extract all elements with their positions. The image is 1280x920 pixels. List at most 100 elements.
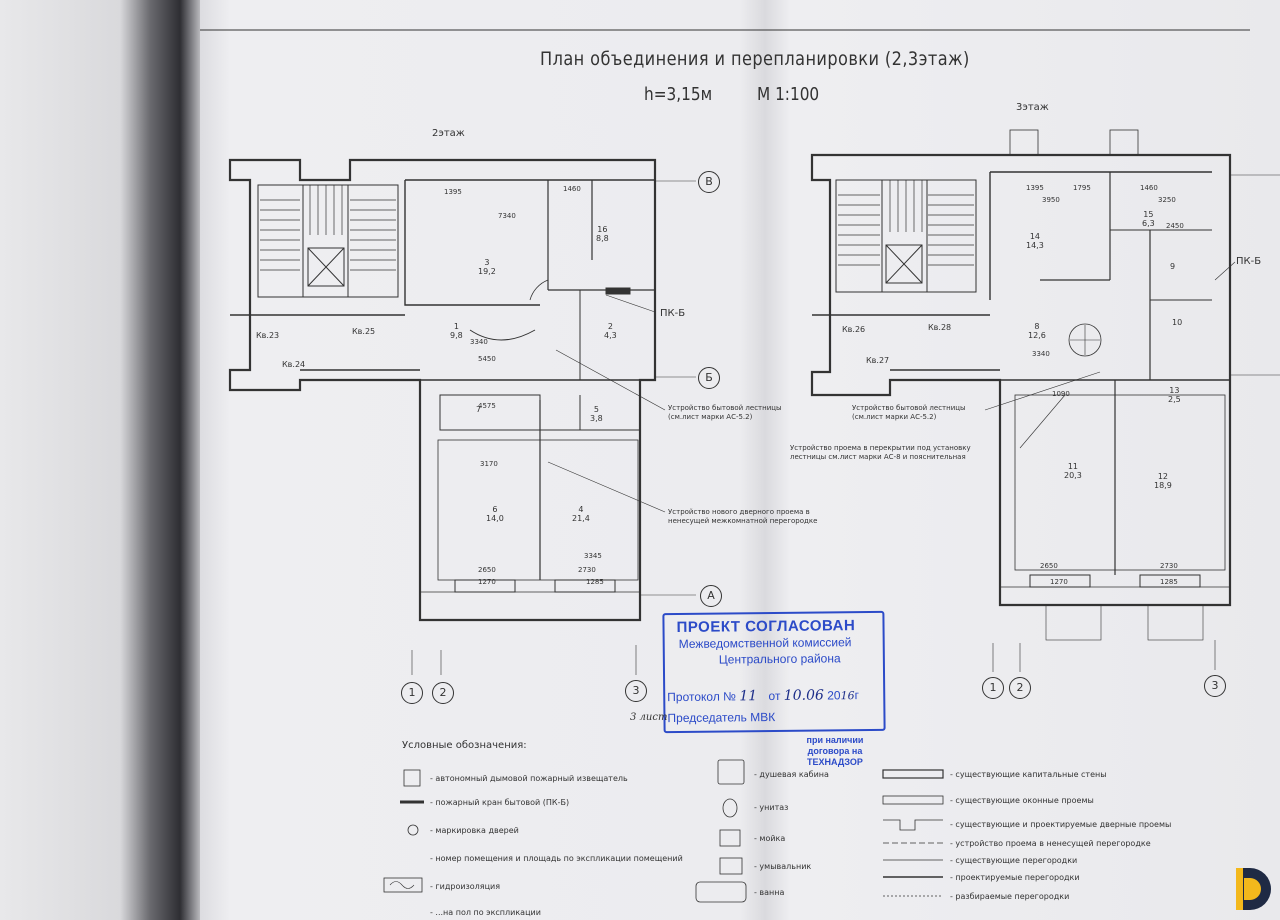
legend-right-4: - устройство проема в ненесущей перегоро… — [950, 839, 1151, 848]
floor-label-right: 3этаж — [1016, 102, 1049, 113]
legend-right-1: - существующие капитальные стены — [950, 770, 1107, 779]
dim-7340: 7340 — [498, 212, 516, 220]
legend-left-1: - автономный дымовой пожарный извещатель — [430, 774, 628, 783]
dim-3950: 3950 — [1042, 196, 1060, 204]
legend-left-4: - номер помещения и площадь по экспликац… — [430, 854, 683, 863]
flat-tag-kv26: Кв.26 — [842, 325, 866, 334]
legend-right-2: - существующие оконные проемы — [950, 796, 1094, 805]
callout-stair-left: Устройство бытовой лестницы(см.лист марк… — [668, 404, 782, 421]
axis-bubble-1-right: 1 — [982, 677, 1004, 699]
dim-1090: 1090 — [1052, 390, 1070, 398]
book-gutter — [0, 0, 205, 920]
left-inner-wall — [404, 179, 655, 306]
drawing-sheet — [200, 0, 1280, 920]
stamp-protocol-number: 11 — [739, 688, 758, 705]
axis-bubble-3-left: 3 — [625, 680, 647, 702]
dim-1270-right: 1270 — [1050, 578, 1068, 586]
dim-1270-left: 1270 — [478, 578, 496, 586]
legend-mid-2: - унитаз — [754, 803, 789, 812]
stamp-protocol-line: Протокол № 11 от 10.06 2016г — [667, 687, 860, 705]
dim-2650-left: 2650 — [478, 566, 496, 574]
callout-floor-opening: Устройство проема в перекрытии под устан… — [790, 444, 971, 461]
plan-title: План объединения и перепланировки (2,3эт… — [540, 48, 970, 70]
flat-tag-kv23: Кв.23 — [256, 331, 280, 340]
room-right-9: 9 — [1170, 262, 1176, 271]
fire-hose-tag-left: ПК-Б — [660, 308, 686, 319]
dim-1395-right: 1395 — [1026, 184, 1044, 192]
ceiling-height: h=3,15м — [644, 84, 713, 105]
stair-well-left — [302, 184, 349, 298]
dim-4575: 4575 — [478, 402, 496, 410]
stair-block-left — [257, 184, 399, 298]
brand-logo-icon — [1236, 868, 1271, 910]
callout-stair-right: Устройство бытовой лестницы(см.лист марк… — [852, 404, 966, 421]
legend-title: Условные обозначения: — [402, 740, 527, 751]
stair-treads-left — [260, 185, 396, 271]
dim-1460-right: 1460 — [1140, 184, 1158, 192]
dim-1795: 1795 — [1073, 184, 1091, 192]
legend-mid-5: - ванна — [754, 888, 785, 897]
room-left-7: 7 — [476, 405, 482, 414]
dim-1395-left: 1395 — [444, 188, 462, 196]
axis-bubble-1-left: 1 — [401, 682, 423, 704]
flat-tag-kv25: Кв.25 — [352, 327, 376, 336]
dim-3250: 3250 — [1158, 196, 1176, 204]
flat-tag-kv27: Кв.27 — [866, 356, 890, 365]
legend-mid-3: - мойка — [754, 834, 786, 843]
dim-2450: 2450 — [1166, 222, 1184, 230]
stamp-date: 10.06 — [783, 687, 824, 704]
dim-1285-left: 1285 — [586, 578, 604, 586]
axis-bubble-2-right: 2 — [1009, 677, 1031, 699]
dim-1460-left: 1460 — [563, 185, 581, 193]
elevator-left — [307, 247, 345, 287]
legend-right-3: - существующие и проектируемые дверные п… — [950, 820, 1172, 829]
axis-bubble-b: Б — [698, 367, 720, 389]
room-right-10: 10 — [1172, 318, 1183, 327]
secondary-stamp: при наличии договора на ТЕХНАДЗОР — [806, 735, 864, 767]
legend-mid-1: - душевая кабина — [754, 770, 829, 779]
dim-2730-left: 2730 — [578, 566, 596, 574]
legend-left-5: - гидроизоляция — [430, 882, 501, 891]
dim-5450: 5450 — [478, 355, 496, 363]
legend-left-6: - ...на пол по экспликации — [430, 908, 541, 917]
axis-bubble-a: А — [700, 585, 722, 607]
dim-2650-right: 2650 — [1040, 562, 1058, 570]
legend-right-7: - разбираемые перегородки — [950, 892, 1070, 901]
stair-treads-right — [838, 180, 974, 266]
dim-3345: 3345 — [584, 552, 602, 560]
dim-3340-right: 3340 — [1032, 350, 1050, 358]
axis-bubble-v: В — [698, 171, 720, 193]
legend-right-5: - существующие перегородки — [950, 856, 1078, 865]
left-outer-wall — [228, 158, 657, 622]
dim-2730-right: 2730 — [1160, 562, 1178, 570]
legend-left-2: - пожарный кран бытовой (ПК-Б) — [430, 798, 570, 807]
axis-bubble-3-right: 3 — [1204, 675, 1226, 697]
fire-hose-tag-right: ПК-Б — [1236, 256, 1262, 267]
flat-tag-kv28: Кв.28 — [928, 323, 952, 332]
floor-label-left: 2этаж — [432, 128, 465, 139]
approval-stamp: ПРОЕКТ СОГЛАСОВАН Межведомственной комис… — [662, 610, 886, 734]
dim-3340-left: 3340 — [470, 338, 488, 346]
dim-1285-right: 1285 — [1160, 578, 1178, 586]
legend-left-3: - маркировка дверей — [430, 826, 519, 835]
axis-bubble-2-left: 2 — [432, 682, 454, 704]
dim-3170: 3170 — [480, 460, 498, 468]
drawing-scale: М 1:100 — [757, 84, 820, 105]
flat-tag-kv24: Кв.24 — [282, 360, 306, 369]
legend-right-6: - проектируемые перегородки — [950, 873, 1080, 882]
handwritten-note: 3 лист — [630, 712, 668, 723]
legend-mid-4: - умывальник — [754, 862, 812, 871]
